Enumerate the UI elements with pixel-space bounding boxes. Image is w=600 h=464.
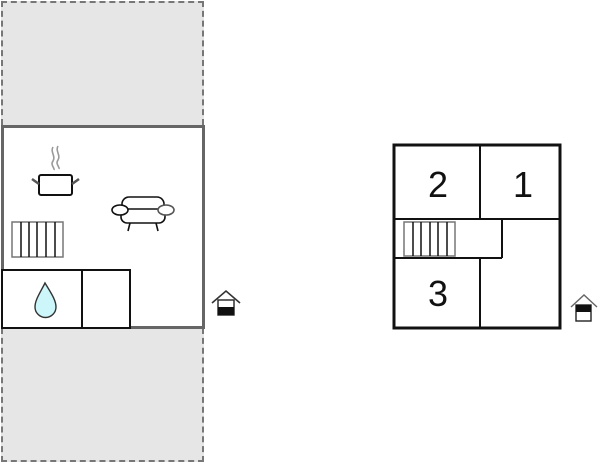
stairs-icon [11,221,64,258]
terrace-top [1,1,204,125]
house-entrance-icon[interactable] [570,294,598,322]
bedroom-1-label: 1 [512,164,534,205]
terrace-bottom [1,328,204,462]
water-drop-icon [34,281,57,319]
sofa-icon [111,196,175,232]
house-entrance-icon[interactable] [211,289,241,316]
cooking-pot-icon [31,145,80,196]
storage-room [81,269,131,329]
bedroom-2-label: 2 [427,164,449,205]
stairs-icon [403,221,456,257]
bedroom-3-label: 3 [427,273,449,314]
